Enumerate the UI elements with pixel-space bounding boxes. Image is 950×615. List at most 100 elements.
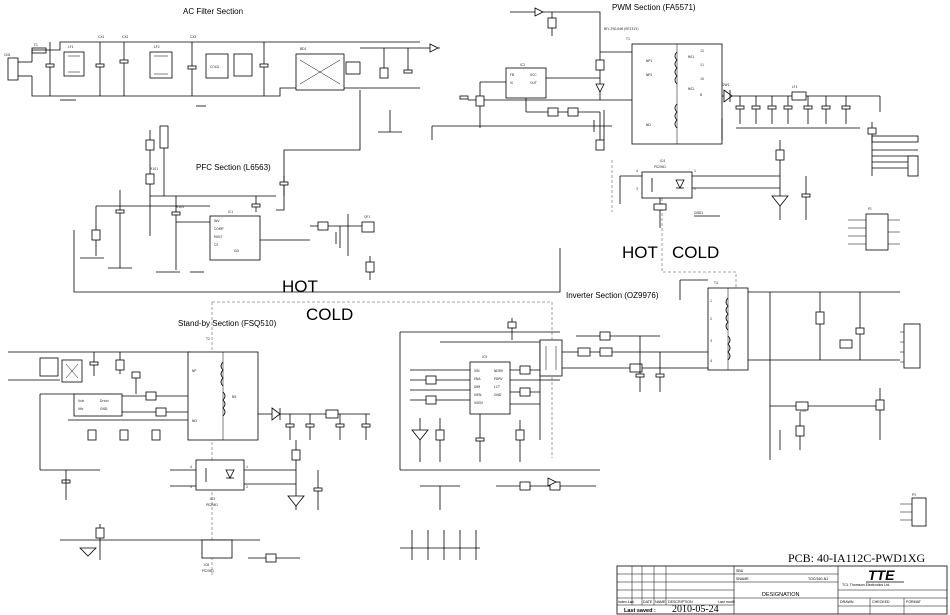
format-label: FORMAT — [906, 600, 922, 604]
last-saved-date: 2010-05-24 — [672, 604, 719, 615]
pwm-title: PWM Section (FA5571) — [612, 3, 696, 12]
date-header: DATE — [643, 600, 653, 604]
svg-text:DIM: DIM — [474, 385, 480, 389]
drawn-label: DRAWN — [840, 600, 854, 604]
svg-text:3: 3 — [190, 485, 192, 489]
svg-text:NP1: NP1 — [646, 59, 652, 63]
svg-text:PS2561: PS2561 — [206, 503, 218, 507]
svg-text:LF2: LF2 — [154, 45, 160, 49]
svg-text:VIN: VIN — [474, 369, 480, 373]
svg-text:T4: T4 — [713, 281, 718, 285]
svg-text:CS: CS — [214, 243, 218, 247]
svg-text:PS2561: PS2561 — [202, 569, 214, 573]
svg-text:4: 4 — [636, 169, 638, 173]
svg-text:3: 3 — [636, 187, 638, 191]
svg-text:NS2: NS2 — [688, 87, 694, 91]
svg-text:11: 11 — [700, 63, 704, 67]
svg-text:12: 12 — [700, 49, 704, 53]
designation-label: DESIGNATION — [762, 592, 800, 598]
svg-text:GND: GND — [494, 393, 502, 397]
hot-label-center: HOT — [282, 277, 318, 296]
svg-text:1: 1 — [694, 169, 696, 173]
svg-text:NP2: NP2 — [646, 73, 652, 77]
svg-text:Vstr: Vstr — [78, 399, 85, 403]
svg-text:10: 10 — [700, 77, 704, 81]
sname-label: SNAME — [736, 577, 749, 581]
svg-text:INV: INV — [214, 219, 220, 223]
svg-text:CX1: CX1 — [98, 35, 104, 39]
svg-text:GND1: GND1 — [694, 211, 703, 215]
ac-filter-circuit: COLD CN1 F1 LF1 LF2 BD1 CX — [4, 35, 440, 133]
title-block: Index.Lab DATE NAME DESCRIPTION Last mod… — [616, 565, 948, 615]
svg-text:BD1: BD1 — [300, 47, 307, 51]
svg-text:CX2: CX2 — [122, 35, 128, 39]
svg-text:NDRV: NDRV — [494, 369, 504, 373]
svg-text:LF1: LF1 — [68, 45, 74, 49]
svg-text:T2: T2 — [205, 337, 210, 341]
svg-text:4: 4 — [190, 465, 192, 469]
svg-text:TCL Thomson Electronics Ltd.: TCL Thomson Electronics Ltd. — [842, 583, 890, 587]
svg-text:QF1: QF1 — [364, 215, 370, 219]
svg-text:L53: L53 — [800, 409, 806, 413]
last-saved-label: Last saved : — [624, 608, 656, 614]
svg-text:IC2: IC2 — [520, 63, 525, 67]
svg-text:IS: IS — [510, 81, 513, 85]
svg-text:2: 2 — [710, 317, 712, 321]
pfc-title: PFC Section (L6563) — [196, 163, 271, 172]
model-number: TOC/160-N1 — [808, 577, 828, 581]
svg-text:BFL-TN1046 (EE2315): BFL-TN1046 (EE2315) — [604, 27, 639, 31]
svg-text:P3: P3 — [912, 493, 916, 497]
svg-text:GD: GD — [234, 249, 239, 253]
svg-text:COMP: COMP — [214, 227, 223, 231]
svg-text:MULT: MULT — [214, 235, 222, 239]
svg-text:NP: NP — [192, 369, 196, 373]
svg-text:PS2561: PS2561 — [654, 165, 666, 169]
svg-text:IC4: IC4 — [660, 159, 665, 163]
svg-text:DW1: DW1 — [722, 83, 730, 87]
svg-text:LF1: LF1 — [792, 85, 798, 89]
index-lab-header: Index.Lab — [618, 600, 634, 604]
cold-label-center: COLD — [306, 305, 353, 324]
svg-text:Drain: Drain — [100, 399, 109, 403]
svg-text:2: 2 — [246, 485, 248, 489]
description-header: DESCRIPTION — [668, 600, 693, 604]
svg-text:CN1: CN1 — [4, 53, 11, 57]
svg-text:IC6: IC6 — [204, 563, 209, 567]
ac-filter-title: AC Filter Section — [183, 7, 243, 16]
pcb-label: PCB: 40-IA112C-PWD1XG — [788, 551, 926, 565]
svg-text:P1: P1 — [868, 207, 872, 211]
company-logo: TTE — [868, 567, 895, 583]
svg-text:2: 2 — [694, 187, 696, 191]
standby-title: Stand-by Section (FSQ510) — [178, 319, 277, 328]
inverter-title: Inverter Section (OZ9976) — [566, 291, 659, 300]
svg-text:GND: GND — [100, 407, 108, 411]
svg-text:ND: ND — [646, 123, 651, 127]
svg-text:PDRV: PDRV — [494, 377, 503, 381]
svg-text:CX3: CX3 — [190, 35, 196, 39]
cold-label-right: COLD — [672, 243, 719, 262]
pfc-circuit: IC1 INV COMP MULT CS GD QF1 — [80, 125, 375, 280]
svg-text:4: 4 — [710, 359, 712, 363]
svg-text:FB: FB — [510, 73, 514, 77]
name-header: NAME — [655, 600, 666, 604]
hot-label-right: HOT — [622, 243, 658, 262]
svg-text:IC5: IC5 — [482, 355, 487, 359]
svg-text:F1: F1 — [34, 43, 38, 47]
svg-text:COLD: COLD — [210, 65, 220, 69]
svg-text:VSEN: VSEN — [474, 401, 483, 405]
svg-text:1: 1 — [710, 299, 712, 303]
svg-text:LCT: LCT — [494, 385, 500, 389]
svg-text:8: 8 — [700, 93, 702, 97]
hv-bus — [73, 90, 561, 293]
checked-label: CHECKED — [872, 600, 890, 604]
svg-text:IC1: IC1 — [228, 210, 233, 214]
svg-text:3: 3 — [710, 339, 712, 343]
svg-text:Vfb: Vfb — [78, 407, 83, 411]
svg-text:OUT: OUT — [530, 81, 537, 85]
svg-text:T1: T1 — [625, 37, 630, 41]
svg-text:VCC: VCC — [530, 73, 537, 77]
